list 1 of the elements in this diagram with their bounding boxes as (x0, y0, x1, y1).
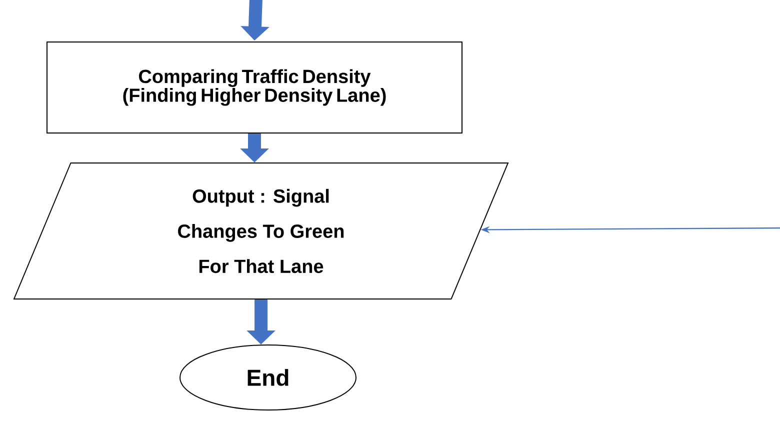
process-box: Comparing Traffic Density (Finding Higher Density Lane) (46, 42, 462, 134)
